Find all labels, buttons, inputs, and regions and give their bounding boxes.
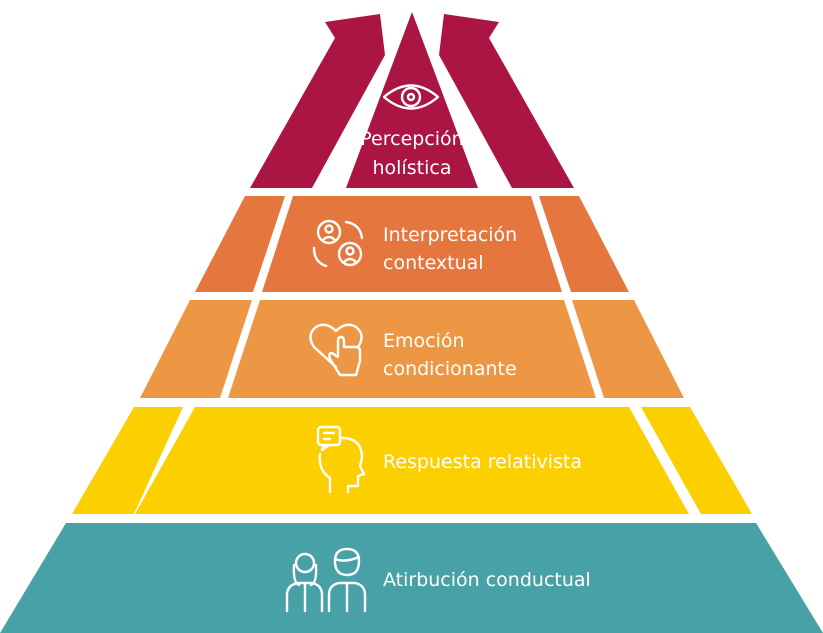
right-arrow-shape [439,14,574,188]
level-perception: Percepción holística [250,12,574,188]
level-1-label-line-2: holística [373,157,452,179]
level-4-band-right [641,407,752,514]
two-people-icon [285,547,367,613]
level-emotion: Emoción condicionante [140,300,684,398]
level-4-band-center [135,407,689,514]
level-response: Respuesta relativista [72,407,752,514]
level-2-band-left [195,196,285,292]
level-2-label-line-1: Interpretación [383,224,517,246]
level-2-band-right [539,196,629,292]
level-5-band [0,523,823,633]
level-4-band-left [72,407,183,514]
level-2-label-line-2: contextual [383,252,484,274]
heart-hand-icon [309,323,363,377]
left-arrow-shape [250,14,385,188]
level-1-label-line-1: Percepción [360,128,463,150]
eye-icon [382,84,440,110]
level-interpretation: Interpretación contextual [195,196,629,292]
level-3-label-line-1: Emoción [383,330,465,352]
level-5-label: Atirbución conductual [383,569,591,591]
head-speech-icon [316,425,366,494]
level-2-band-center [262,196,562,292]
level-3-band-left [140,300,252,398]
level-3-label-line-2: condicionante [383,358,517,380]
level-attribution: Atirbución conductual [0,523,823,633]
level-4-label: Respuesta relativista [383,451,582,473]
level-3-band-right [572,300,684,398]
people-cycle-icon [312,219,364,268]
